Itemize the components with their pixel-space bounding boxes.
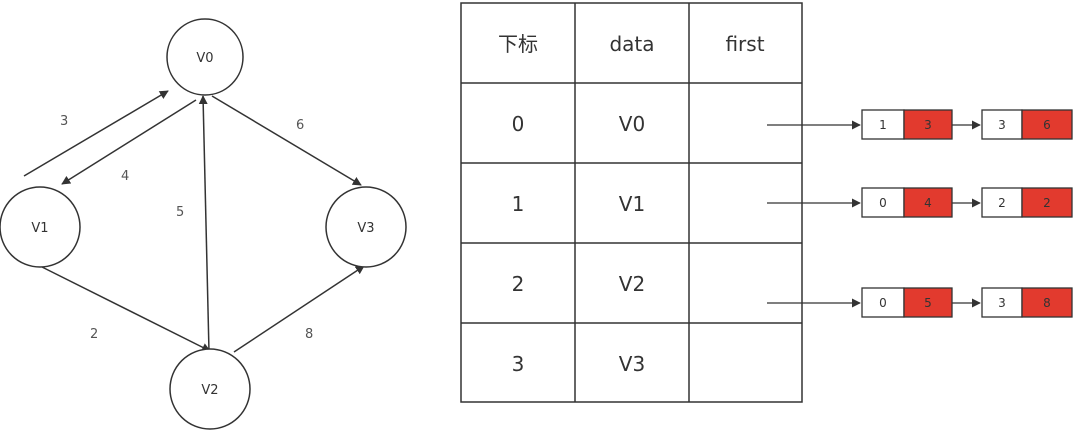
edge-node-weight: 8: [1043, 296, 1051, 310]
edge-v0-v3: 6: [211, 95, 362, 186]
adjacency-list-row-1: 0 4 2 2: [767, 187, 1073, 218]
graph-node-v2: V2: [169, 348, 251, 430]
node-label: V3: [357, 221, 374, 236]
edge-v2-v3: 8: [233, 265, 365, 353]
header-first: first: [725, 32, 764, 56]
row-index: 2: [512, 272, 525, 296]
node-label: V2: [201, 383, 218, 398]
row-data: V3: [619, 352, 645, 376]
table-row: 0 V0: [512, 112, 646, 136]
table-header: 下标 data first: [498, 32, 765, 56]
graph-node-v1: V1: [0, 186, 81, 268]
edge-v1-v2: 2: [41, 266, 211, 352]
vertex-table: 下标 data first 0 V0 1 V1 2 V2 3 V3: [460, 2, 803, 403]
adjacency-list-row-0: 1 3 3 6: [767, 109, 1073, 140]
edge-node-adjvex: 3: [998, 296, 1006, 310]
edge-node-weight: 3: [924, 118, 932, 132]
graph-node-v0: V0: [166, 18, 244, 96]
edge-weight-label: 2: [90, 327, 98, 342]
edge-weight-label: 3: [60, 114, 68, 129]
edge-v2-v0: 5: [176, 95, 210, 353]
edge-weight-label: 8: [305, 327, 313, 342]
row-data: V1: [619, 192, 645, 216]
header-data: data: [609, 32, 654, 56]
table-row: 1 V1: [512, 192, 646, 216]
edge-node: 1 3: [861, 109, 953, 140]
table-row: 3 V3: [512, 352, 646, 376]
edge-weight-label: 4: [121, 169, 129, 184]
edge-node-adjvex: 0: [879, 196, 887, 210]
edge-node-weight: 4: [924, 196, 932, 210]
row-index: 3: [512, 352, 525, 376]
node-label: V1: [31, 221, 48, 236]
edge-node: 0 4: [861, 187, 953, 218]
edge-node-adjvex: 0: [879, 296, 887, 310]
adjacency-lists: 1 3 3 6 0 4 2: [767, 109, 1073, 318]
graph: 3 4 5 6 2 8 V0 V1: [0, 18, 407, 430]
edge-node-weight: 2: [1043, 196, 1051, 210]
edge-node-adjvex: 2: [998, 196, 1006, 210]
node-label: V0: [196, 51, 213, 66]
edge-node: 3 8: [981, 287, 1073, 318]
edge-weight-label: 5: [176, 205, 184, 220]
header-index: 下标: [498, 32, 538, 56]
row-data: V2: [619, 272, 645, 296]
row-data: V0: [619, 112, 645, 136]
row-index: 1: [512, 192, 525, 216]
edge-node: 2 2: [981, 187, 1073, 218]
edge-node: 0 5: [861, 287, 953, 318]
edge-weight-label: 6: [296, 118, 304, 133]
edge-node-weight: 6: [1043, 118, 1051, 132]
edge-v0-v1: 4: [61, 99, 197, 185]
edge-node-adjvex: 3: [998, 118, 1006, 132]
edge-v1-v0: 3: [23, 90, 169, 177]
row-index: 0: [512, 112, 525, 136]
edge-node: 3 6: [981, 109, 1073, 140]
table-row: 2 V2: [512, 272, 646, 296]
edge-node-weight: 5: [924, 296, 932, 310]
edge-node-adjvex: 1: [879, 118, 887, 132]
adjacency-list-row-2: 0 5 3 8: [767, 287, 1073, 318]
graph-node-v3: V3: [325, 186, 407, 268]
